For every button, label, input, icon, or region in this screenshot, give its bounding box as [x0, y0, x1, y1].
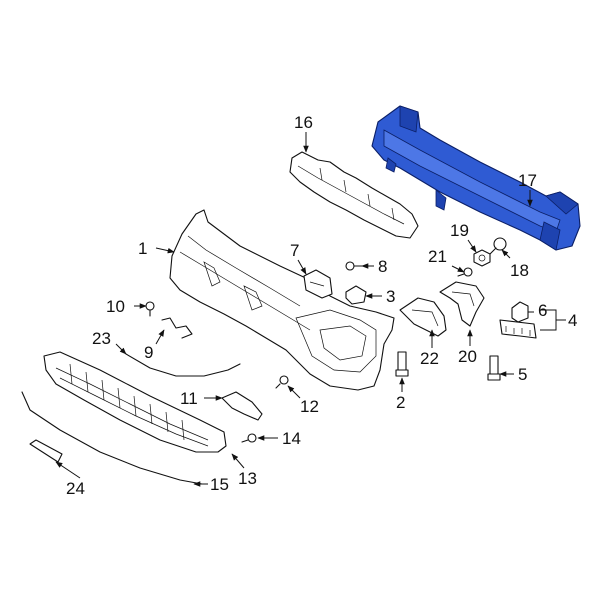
leader-lines [55, 132, 566, 487]
clip-9[interactable] [161, 317, 193, 339]
bolt-5[interactable] [487, 355, 501, 381]
callout-12: 12 [300, 397, 319, 416]
callout-2: 2 [396, 393, 405, 412]
screw-8[interactable] [345, 261, 363, 271]
callout-4: 4 [568, 311, 577, 330]
reflector[interactable] [29, 439, 63, 463]
callout-1: 1 [138, 239, 147, 258]
callout-5: 5 [518, 365, 527, 384]
callout-6: 6 [538, 301, 547, 320]
mounting-bracket[interactable] [439, 281, 485, 327]
screw-14[interactable] [241, 433, 257, 443]
side-bracket[interactable] [399, 297, 447, 337]
callout-18: 18 [510, 261, 529, 280]
callout-22: 22 [420, 349, 439, 368]
lower-grille[interactable] [43, 351, 227, 453]
bolt-21[interactable] [457, 267, 473, 277]
bolt-18[interactable] [489, 237, 507, 255]
clip-3[interactable] [345, 285, 367, 305]
callout-11: 11 [180, 389, 198, 408]
callout-7: 7 [290, 241, 299, 260]
callout-17: 17 [518, 171, 537, 190]
clip-10[interactable] [145, 301, 155, 317]
molding-strip[interactable] [125, 353, 241, 377]
bracket-11[interactable] [221, 391, 263, 421]
lower-molding[interactable] [21, 391, 203, 485]
screw-12[interactable] [275, 375, 289, 389]
nut-19[interactable] [473, 249, 491, 267]
callout-14: 14 [282, 429, 301, 448]
bumper-cover[interactable] [169, 209, 395, 391]
bracket-7[interactable] [303, 269, 333, 299]
callout-8: 8 [378, 257, 387, 276]
callout-15: 15 [210, 475, 229, 494]
callout-16: 16 [294, 113, 313, 132]
bolt-2[interactable] [395, 351, 409, 377]
callout-labels: 1 2 3 4 5 6 7 8 9 10 11 12 13 14 15 16 1… [66, 113, 577, 498]
callout-20: 20 [458, 347, 477, 366]
bumper-reinforcement-highlighted[interactable] [371, 105, 581, 251]
slide-bracket-4[interactable] [499, 319, 537, 339]
callout-3: 3 [386, 287, 395, 306]
clip-6[interactable] [511, 301, 529, 323]
callout-24: 24 [66, 479, 85, 498]
callout-21: 21 [428, 247, 447, 266]
callout-9: 9 [144, 343, 153, 362]
callout-19: 19 [450, 221, 469, 240]
callout-13: 13 [238, 469, 257, 488]
callout-23: 23 [92, 329, 111, 348]
callout-10: 10 [106, 297, 125, 316]
energy-absorber[interactable] [289, 151, 419, 239]
